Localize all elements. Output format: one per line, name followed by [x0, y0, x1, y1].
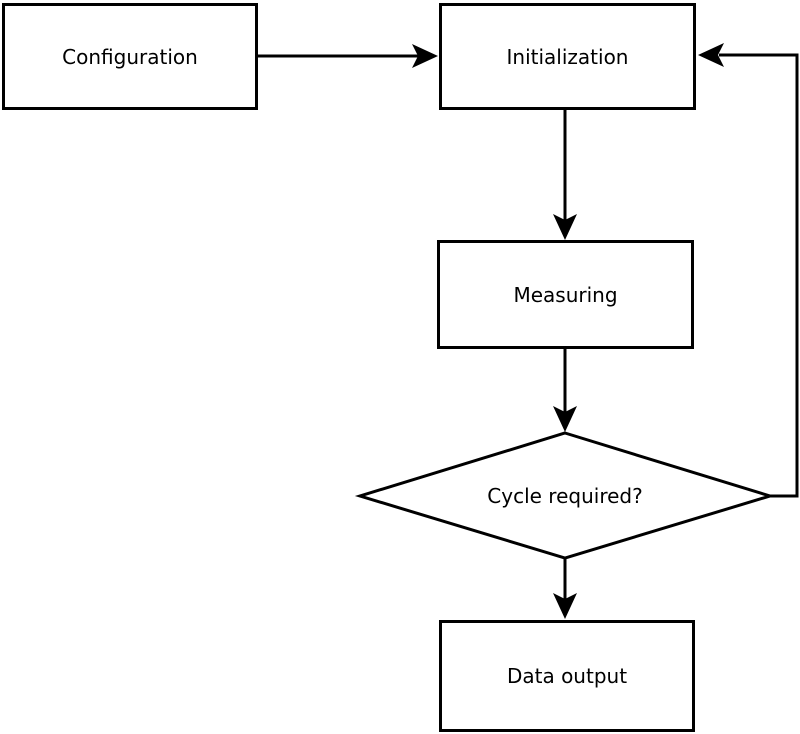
arrowhead-down-icon — [553, 406, 577, 432]
arrowhead-right-icon — [412, 44, 438, 68]
edge-cycle-required-to-initialization-loop — [719, 53, 799, 498]
arrowhead-left-icon — [698, 43, 724, 67]
node-initialization: Initialization — [439, 3, 696, 110]
node-measuring: Measuring — [437, 240, 694, 349]
node-initialization-label: Initialization — [506, 44, 629, 69]
arrowhead-down-icon — [553, 214, 577, 240]
node-configuration-label: Configuration — [62, 44, 198, 69]
node-configuration: Configuration — [2, 3, 258, 110]
node-cycle-required-shape — [354, 431, 776, 560]
node-data-output: Data output — [439, 620, 695, 732]
node-measuring-label: Measuring — [513, 282, 618, 307]
arrowhead-down-icon — [553, 593, 577, 619]
node-data-output-label: Data output — [506, 664, 628, 688]
